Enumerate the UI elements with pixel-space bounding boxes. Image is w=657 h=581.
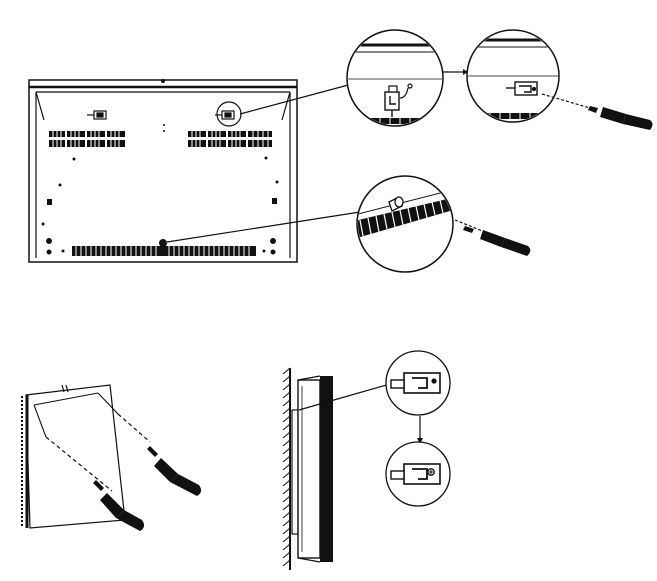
- screw-icon: [388, 196, 404, 212]
- leader-line: [239, 83, 353, 115]
- wall-drilling: [21, 384, 151, 529]
- bracket-screw-zoom: [466, 29, 591, 123]
- mounting-holes: [41, 124, 279, 255]
- screw-icon: [159, 239, 167, 247]
- vent-slots: [188, 131, 272, 147]
- leader-line: [298, 383, 391, 411]
- magnifier-circle-icon: [346, 29, 444, 127]
- side-mount-view: [282, 350, 451, 570]
- screwdriver-icon: [463, 226, 531, 256]
- screwdriver-icon: [588, 106, 653, 130]
- vent-slot-gaps-right: [191, 131, 269, 147]
- bracket-icon: [215, 110, 235, 120]
- screwdriver-icon: [93, 480, 145, 531]
- leader-line: [166, 211, 361, 243]
- arrow-down-icon: [417, 438, 423, 444]
- wall-hatch-icon: [282, 367, 291, 567]
- heater-back-panel: [28, 78, 298, 263]
- dashed-guide-line: [541, 93, 591, 109]
- vent-slots-bottom: [72, 239, 256, 256]
- dashed-guide-line: [454, 219, 486, 233]
- bracket-icon: [390, 463, 441, 485]
- bracket-detail-zoom: [346, 29, 444, 127]
- vent-slot-gaps-left: [52, 131, 120, 147]
- arrow-right-icon: [443, 69, 468, 75]
- bracket-icon: [390, 372, 441, 394]
- vent-screw-zoom: [356, 175, 486, 273]
- bracket-icon: [506, 81, 538, 96]
- screwdriver-icon: [147, 446, 202, 496]
- bracket-icon: [384, 83, 413, 117]
- bracket-icon: [87, 110, 107, 120]
- heater-side-icon: [291, 375, 333, 563]
